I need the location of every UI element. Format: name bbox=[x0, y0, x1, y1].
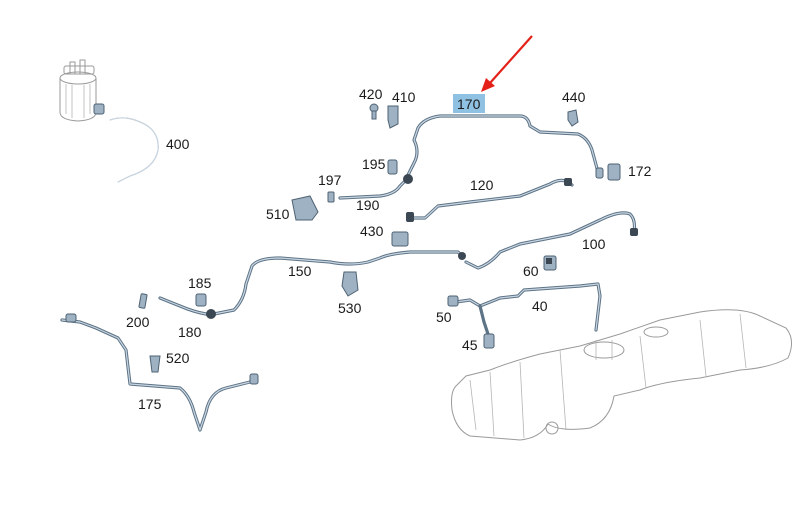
part-200[interactable] bbox=[138, 293, 148, 309]
clip-520[interactable] bbox=[149, 355, 161, 373]
label-410[interactable]: 410 bbox=[392, 89, 416, 105]
label-150[interactable]: 150 bbox=[288, 263, 312, 279]
clip-50[interactable] bbox=[447, 295, 459, 307]
label-197[interactable]: 197 bbox=[318, 172, 342, 188]
pipe-40[interactable] bbox=[454, 282, 602, 336]
canister-part-400[interactable] bbox=[59, 59, 105, 122]
valve-60[interactable] bbox=[543, 255, 557, 271]
label-185[interactable]: 185 bbox=[188, 275, 212, 291]
labels: 400 420 410 170 440 195 197 172 120 190 … bbox=[126, 86, 652, 412]
hose-400[interactable] bbox=[109, 117, 159, 183]
label-440[interactable]: 440 bbox=[562, 89, 586, 105]
pipe-190[interactable] bbox=[338, 174, 413, 200]
label-200[interactable]: 200 bbox=[126, 314, 150, 330]
label-400[interactable]: 400 bbox=[166, 136, 190, 152]
pipe-175[interactable] bbox=[60, 313, 259, 432]
label-520[interactable]: 520 bbox=[166, 350, 190, 366]
clip-197[interactable] bbox=[327, 191, 335, 203]
label-190[interactable]: 190 bbox=[356, 197, 380, 213]
label-180[interactable]: 180 bbox=[178, 324, 202, 340]
clip-420[interactable] bbox=[369, 103, 379, 120]
label-510[interactable]: 510 bbox=[266, 206, 290, 222]
fuel-tank bbox=[451, 309, 792, 441]
clip-185[interactable] bbox=[195, 293, 207, 307]
clip-195[interactable] bbox=[387, 159, 398, 175]
highlight-box-170 bbox=[453, 94, 485, 113]
label-195[interactable]: 195 bbox=[362, 156, 386, 172]
clip-440[interactable] bbox=[567, 109, 579, 127]
label-100[interactable]: 100 bbox=[582, 236, 606, 252]
red-arrow-icon bbox=[481, 35, 533, 92]
bracket-530[interactable] bbox=[341, 271, 359, 297]
label-172[interactable]: 172 bbox=[628, 163, 652, 179]
label-430[interactable]: 430 bbox=[360, 223, 384, 239]
label-170[interactable]: 170 bbox=[457, 96, 481, 112]
clip-172[interactable] bbox=[607, 163, 621, 181]
pipe-170[interactable] bbox=[406, 114, 604, 179]
pipe-100[interactable] bbox=[464, 211, 638, 270]
bracket-510[interactable] bbox=[291, 195, 319, 221]
label-50[interactable]: 50 bbox=[436, 309, 452, 325]
bracket-410[interactable] bbox=[387, 105, 399, 129]
bracket-430[interactable] bbox=[391, 231, 409, 247]
label-40[interactable]: 40 bbox=[532, 298, 548, 314]
label-175[interactable]: 175 bbox=[138, 396, 162, 412]
pipe-150[interactable] bbox=[212, 250, 466, 316]
pipe-120[interactable] bbox=[406, 178, 574, 222]
label-60[interactable]: 60 bbox=[523, 263, 539, 279]
label-530[interactable]: 530 bbox=[338, 300, 362, 316]
label-120[interactable]: 120 bbox=[470, 177, 494, 193]
fitting-45[interactable] bbox=[483, 333, 495, 349]
pipe-180[interactable] bbox=[158, 296, 216, 319]
label-420[interactable]: 420 bbox=[359, 86, 383, 102]
label-45[interactable]: 45 bbox=[462, 337, 478, 353]
